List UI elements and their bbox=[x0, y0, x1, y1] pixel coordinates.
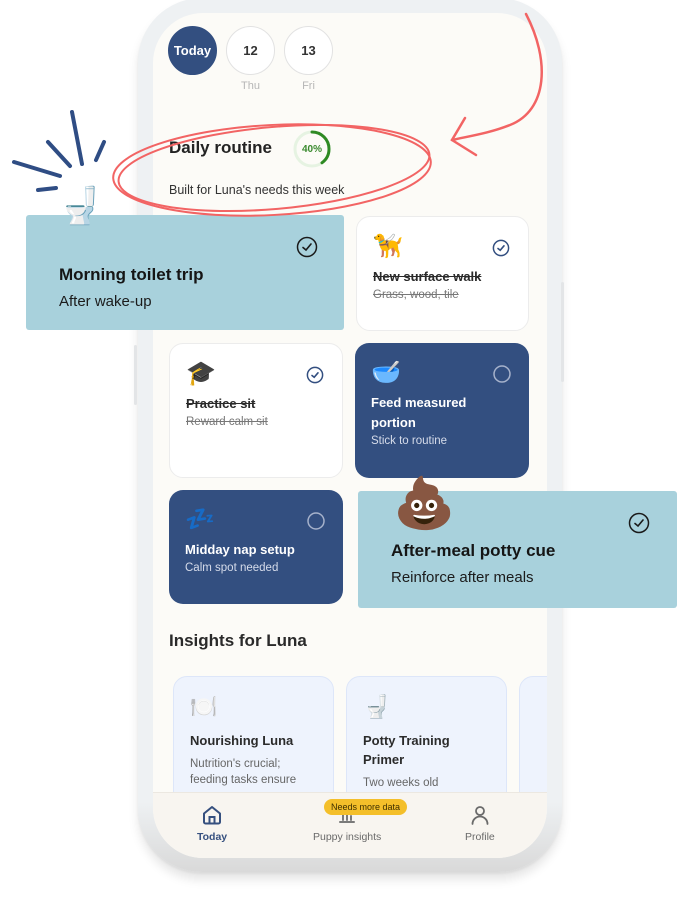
nav-label: Profile bbox=[465, 831, 495, 843]
task-title: New surface walk bbox=[373, 269, 482, 284]
progress-ring: 40% bbox=[292, 129, 332, 169]
task-title: Midday nap setup bbox=[185, 542, 295, 557]
poop-icon: 💩 bbox=[393, 475, 456, 531]
date-selector: Today 12 Thu 13 Fri bbox=[168, 26, 333, 92]
date-item-12[interactable]: 12 Thu bbox=[226, 26, 275, 92]
toilet-icon: 🚽 bbox=[363, 694, 391, 719]
callout-title: Morning toilet trip bbox=[59, 265, 204, 284]
callout-after-meal-potty-cue[interactable]: After-meal potty cue Reinforce after mea… bbox=[358, 491, 677, 608]
plate-cutlery-icon: 🍽️ bbox=[190, 694, 218, 719]
routine-subtitle: Built for Luna's needs this week bbox=[169, 183, 345, 197]
date-item-today[interactable]: Today bbox=[168, 26, 217, 92]
task-title: Practice sit bbox=[186, 396, 256, 411]
date-pill-12[interactable]: 12 bbox=[226, 26, 275, 75]
chart-icon bbox=[339, 812, 356, 823]
home-icon bbox=[203, 806, 222, 825]
nav-item-profile[interactable]: Profile bbox=[465, 803, 495, 843]
phone-side-button-left bbox=[134, 345, 137, 405]
task-title: Feed measured portion bbox=[371, 395, 467, 430]
task-subtitle: Grass, wood, tile bbox=[373, 289, 459, 301]
callout-subtitle: Reinforce after meals bbox=[391, 569, 534, 586]
check-circle-icon[interactable] bbox=[306, 366, 324, 384]
needs-more-data-badge: Needs more data bbox=[324, 799, 408, 815]
callout-subtitle: After wake-up bbox=[59, 293, 152, 310]
guide-dog-icon: 🦮 bbox=[373, 233, 403, 260]
empty-circle-icon[interactable] bbox=[307, 512, 325, 530]
date-pill-today[interactable]: Today bbox=[168, 26, 217, 75]
date-pill-13[interactable]: 13 bbox=[284, 26, 333, 75]
empty-circle-icon[interactable] bbox=[493, 365, 511, 383]
graduation-cap-icon: 🎓 bbox=[186, 360, 216, 387]
check-circle-icon[interactable] bbox=[628, 512, 650, 534]
insights-title: Insights for Luna bbox=[169, 631, 307, 650]
callout-title: After-meal potty cue bbox=[391, 541, 556, 560]
date-day-label: Thu bbox=[241, 80, 260, 92]
nav-item-puppy-insights[interactable]: Puppy insights bbox=[313, 803, 381, 843]
sleep-zzz-icon: 💤 bbox=[185, 506, 215, 533]
toilet-icon: 🚽 bbox=[58, 185, 103, 226]
callout-morning-toilet-trip[interactable]: Morning toilet trip After wake-up bbox=[26, 215, 344, 330]
bottom-nav: Today Puppy insights Profile Needs more … bbox=[153, 792, 547, 858]
insight-title: Nourishing Luna bbox=[190, 733, 294, 748]
task-subtitle: Calm spot needed bbox=[185, 562, 279, 574]
date-day-label: Fri bbox=[302, 80, 315, 92]
bowl-icon: 🥣 bbox=[371, 359, 401, 386]
date-item-13[interactable]: 13 Fri bbox=[284, 26, 333, 92]
routine-title: Daily routine bbox=[169, 138, 272, 157]
nav-label: Today bbox=[197, 831, 228, 843]
burst-lines-icon bbox=[12, 110, 106, 192]
task-card-midday-nap-setup[interactable]: 💤 Midday nap setup Calm spot needed bbox=[169, 490, 343, 604]
nav-label: Puppy insights bbox=[313, 831, 382, 843]
check-circle-icon[interactable] bbox=[492, 239, 510, 257]
insight-text: Two weeks old bbox=[363, 777, 439, 789]
task-card-new-surface-walk[interactable]: 🦮 New surface walk Grass, wood, tile bbox=[356, 216, 529, 331]
task-subtitle: Reward calm sit bbox=[186, 416, 268, 428]
task-card-feed-measured-portion[interactable]: 🥣 Feed measured portion Stick to routine bbox=[355, 343, 529, 478]
task-subtitle: Stick to routine bbox=[371, 435, 448, 447]
check-circle-icon[interactable] bbox=[296, 236, 318, 258]
phone-side-button-right bbox=[561, 282, 564, 382]
app-screen: Today 12 Thu 13 Fri Daily routine 40% Bu… bbox=[153, 13, 547, 858]
nav-item-today[interactable]: Today bbox=[197, 803, 227, 843]
task-card-practice-sit[interactable]: 🎓 Practice sit Reward calm sit bbox=[169, 343, 343, 478]
user-icon bbox=[471, 806, 489, 825]
progress-percent: 40% bbox=[301, 143, 322, 155]
insight-text: Nutrition's crucial; feeding tasks ensur… bbox=[190, 758, 297, 786]
insight-title: Potty Training Primer bbox=[363, 733, 450, 767]
